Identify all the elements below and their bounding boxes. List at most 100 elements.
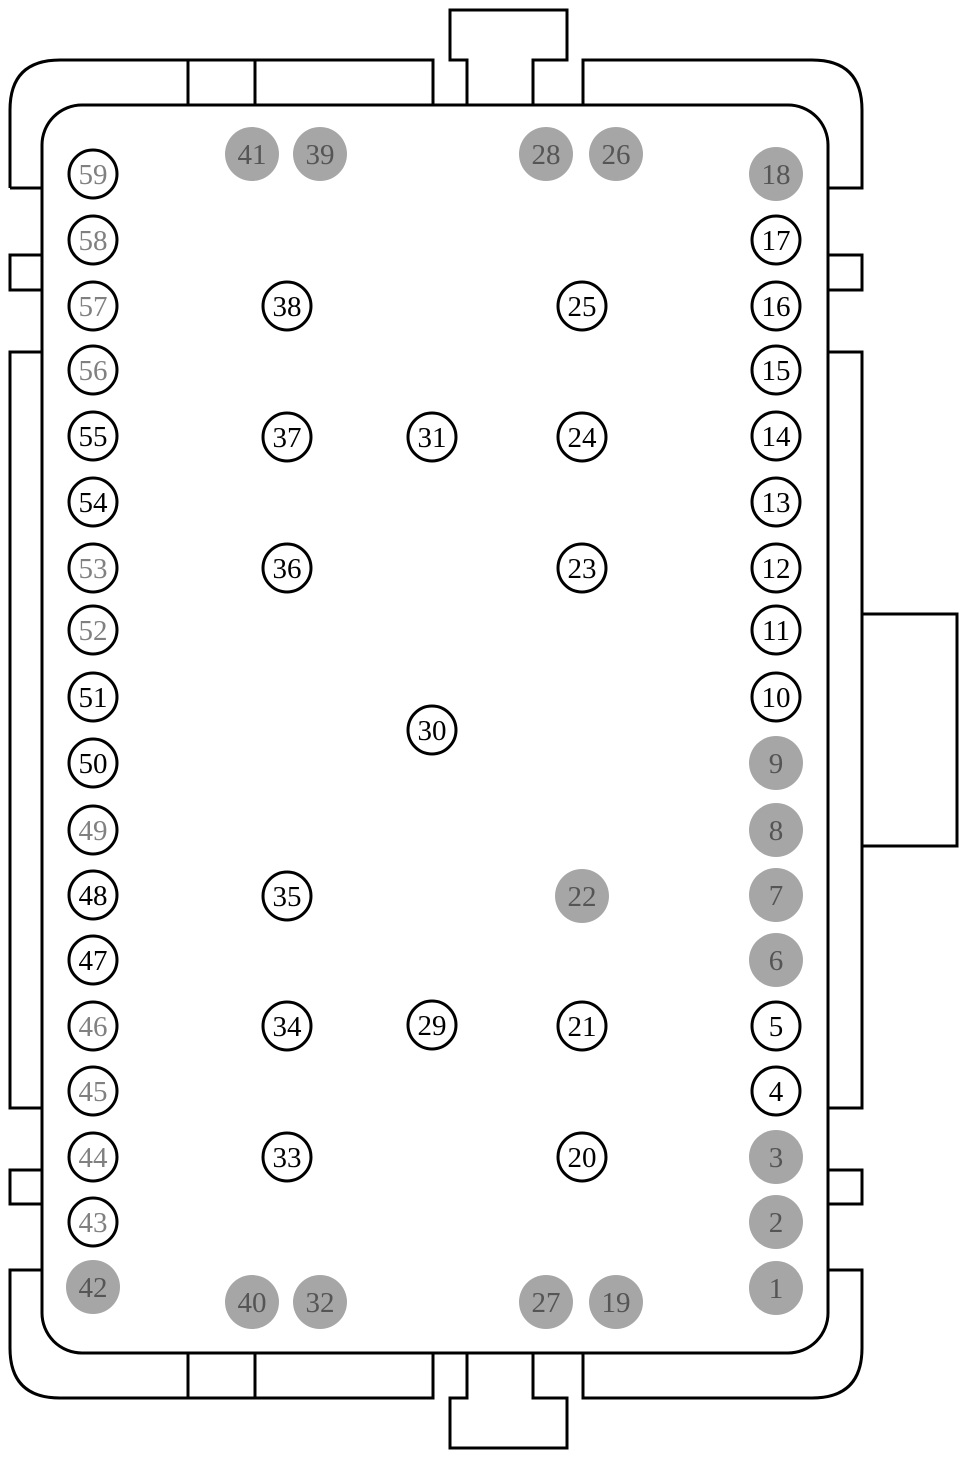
pin-circle	[749, 736, 803, 790]
right-tab-lower	[828, 1168, 864, 1206]
pin-53: 53	[67, 542, 119, 594]
pin-circle	[556, 542, 608, 594]
pin-label: 44	[79, 1142, 109, 1174]
pin-label: 25	[568, 291, 597, 323]
pin-36: 36	[261, 542, 313, 594]
pin-label: 33	[273, 1142, 302, 1174]
pin-circle	[67, 1131, 119, 1183]
pin-circle	[750, 476, 802, 528]
pin-label: 40	[238, 1287, 267, 1319]
pin-circle	[749, 1261, 803, 1315]
pin-23: 23	[556, 542, 608, 594]
pin-label: 35	[273, 881, 302, 913]
pin-circle	[67, 671, 119, 723]
pin-59: 59	[67, 148, 119, 200]
pin-circle	[67, 934, 119, 986]
pin-50: 50	[67, 737, 119, 789]
pin-18: 18	[749, 147, 803, 201]
pin-label: 59	[79, 159, 108, 191]
pin-6: 6	[749, 933, 803, 987]
pin-label: 47	[79, 945, 108, 977]
pin-label: 22	[568, 881, 597, 913]
pin-41: 41	[225, 127, 279, 181]
pin-circle	[749, 1195, 803, 1249]
pin-label: 28	[532, 139, 561, 171]
pin-4: 4	[750, 1065, 802, 1117]
pin-circle	[67, 604, 119, 656]
pin-label: 18	[762, 159, 791, 191]
pin-38: 38	[261, 280, 313, 332]
pin-circle	[750, 671, 802, 723]
left-tab-lower	[8, 1168, 42, 1206]
pin-label: 13	[762, 487, 791, 519]
pin-34: 34	[261, 1000, 313, 1052]
pin-circle	[556, 1000, 608, 1052]
pin-circle	[749, 803, 803, 857]
pin-5: 5	[750, 1000, 802, 1052]
pin-label: 30	[418, 715, 447, 747]
pin-circle	[66, 1260, 120, 1314]
pin-label: 56	[79, 355, 108, 387]
pin-20: 20	[556, 1131, 608, 1183]
pin-circle	[261, 542, 313, 594]
right-rail	[828, 350, 864, 1110]
pin-circle	[406, 411, 458, 463]
pin-label: 37	[273, 422, 302, 454]
pin-circle	[589, 127, 643, 181]
pin-9: 9	[749, 736, 803, 790]
pin-1: 1	[749, 1261, 803, 1315]
pin-group: 1234567891011121314151617181920212223242…	[66, 127, 803, 1329]
pin-14: 14	[750, 410, 802, 462]
pin-circle	[750, 1000, 802, 1052]
pin-circle	[406, 704, 458, 756]
pin-label: 1	[769, 1273, 784, 1305]
pin-circle	[555, 869, 609, 923]
pin-label: 52	[79, 615, 108, 647]
pin-3: 3	[749, 1130, 803, 1184]
pin-label: 58	[79, 225, 108, 257]
pin-33: 33	[261, 1131, 313, 1183]
pin-circle	[67, 542, 119, 594]
pin-label: 16	[762, 291, 791, 323]
pin-circle	[67, 148, 119, 200]
pin-58: 58	[67, 214, 119, 266]
pin-2: 2	[749, 1195, 803, 1249]
pin-label: 27	[532, 1287, 561, 1319]
pin-label: 32	[306, 1287, 335, 1319]
pin-16: 16	[750, 280, 802, 332]
pin-circle	[749, 1130, 803, 1184]
pin-circle	[293, 127, 347, 181]
pin-label: 10	[762, 682, 791, 714]
pin-label: 5	[769, 1011, 784, 1043]
pin-label: 23	[568, 553, 597, 585]
pin-label: 57	[79, 291, 108, 323]
pin-label: 2	[769, 1207, 784, 1239]
outer-shell	[8, 8, 864, 190]
pin-46: 46	[67, 1000, 119, 1052]
pin-label: 24	[568, 422, 598, 454]
pin-47: 47	[67, 934, 119, 986]
pin-56: 56	[67, 344, 119, 396]
pin-circle	[261, 280, 313, 332]
pin-7: 7	[749, 868, 803, 922]
pin-label: 46	[79, 1011, 108, 1043]
pin-17: 17	[750, 214, 802, 266]
pin-circle	[67, 804, 119, 856]
pin-circle	[67, 344, 119, 396]
pin-label: 15	[762, 355, 791, 387]
pin-label: 29	[418, 1010, 447, 1042]
pin-label: 38	[273, 291, 302, 323]
pin-circle	[519, 1275, 573, 1329]
pin-circle	[293, 1275, 347, 1329]
connector-housing	[8, 8, 959, 1450]
pin-label: 3	[769, 1142, 784, 1174]
pin-label: 53	[79, 553, 108, 585]
pin-25: 25	[556, 280, 608, 332]
pin-circle	[67, 1065, 119, 1117]
pin-label: 4	[769, 1076, 784, 1108]
pin-43: 43	[67, 1196, 119, 1248]
pin-15: 15	[750, 344, 802, 396]
pin-label: 36	[273, 553, 302, 585]
pin-circle	[225, 1275, 279, 1329]
